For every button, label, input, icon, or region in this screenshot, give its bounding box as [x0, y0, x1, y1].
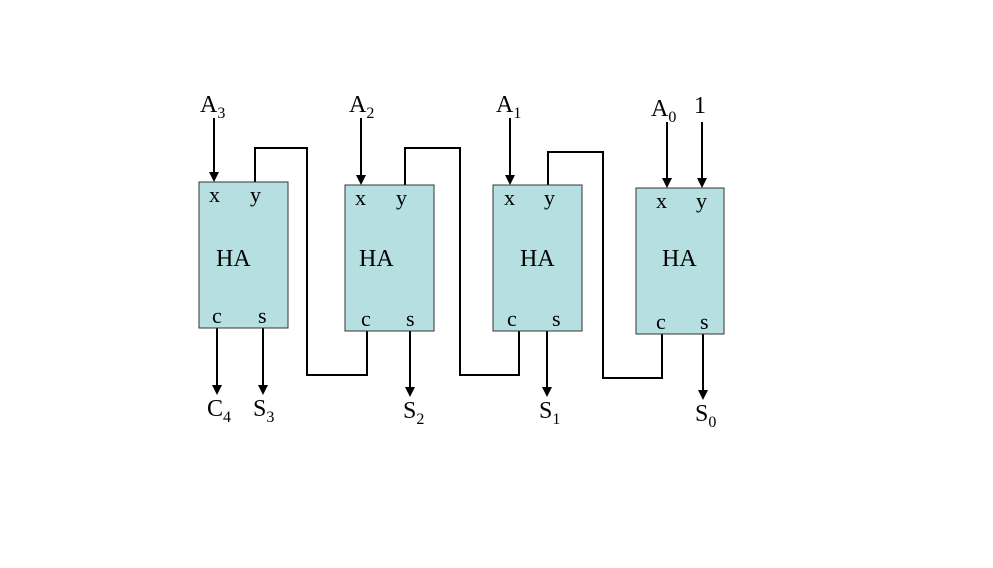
input-label-a0: A0 [651, 96, 676, 126]
half-adder-box [635, 187, 725, 335]
input-arrows [209, 118, 707, 188]
output-label-c4: C4 [207, 396, 231, 426]
output-label-s0: S0 [695, 401, 716, 431]
half-adder-box [344, 184, 435, 332]
carry-wire-3 [547, 151, 663, 379]
port-c-label: c [507, 306, 517, 331]
port-s-label: s [700, 309, 709, 334]
port-x-label: x [656, 188, 667, 213]
half-adder-label: HA [662, 246, 697, 272]
half-adder-label: HA [520, 246, 555, 272]
half-adder-block-2: x y HA c s [344, 184, 435, 332]
output-arrows [212, 328, 708, 400]
port-y-label: y [396, 185, 407, 210]
port-x-label: x [209, 182, 220, 207]
output-label-s3: S3 [253, 396, 274, 426]
half-adder-block-0: x y HA c s [635, 187, 725, 335]
input-labels: A3 A2 A1 A0 1 [200, 92, 706, 126]
port-c-label: c [656, 309, 666, 334]
input-label-1: 1 [694, 93, 706, 119]
half-adder-label: HA [216, 246, 251, 272]
port-s-label: s [406, 306, 415, 331]
port-y-label: y [696, 188, 707, 213]
carry-wire-1 [254, 147, 368, 376]
port-x-label: x [504, 185, 515, 210]
port-c-label: c [361, 306, 371, 331]
carry-wire-2 [404, 147, 520, 376]
half-adder-block-3: x y HA c s [198, 181, 289, 329]
half-adder-box [492, 184, 583, 332]
port-s-label: s [552, 306, 561, 331]
carry-wires [254, 147, 663, 379]
port-x-label: x [355, 185, 366, 210]
input-label-a1: A1 [496, 92, 521, 122]
input-label-a2: A2 [349, 92, 374, 122]
port-y-label: y [250, 182, 261, 207]
input-label-a3: A3 [200, 92, 225, 122]
output-label-s2: S2 [403, 398, 424, 428]
port-c-label: c [212, 303, 222, 328]
output-labels: C4 S3 S2 S1 S0 [207, 396, 716, 431]
port-s-label: s [258, 303, 267, 328]
half-adder-box [198, 181, 289, 329]
port-y-label: y [544, 185, 555, 210]
output-label-s1: S1 [539, 398, 560, 428]
half-adder-label: HA [359, 246, 394, 272]
half-adder-block-1: x y HA c s [492, 184, 583, 332]
